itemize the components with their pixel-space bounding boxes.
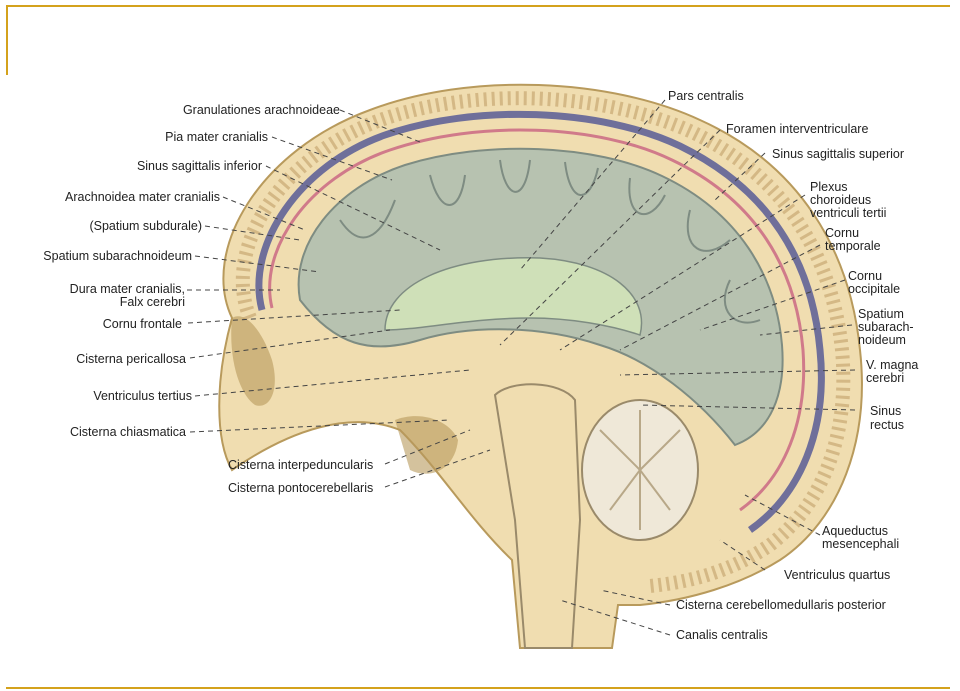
lateral-ventricle: [384, 257, 643, 336]
label-cornu-occipitale-2: occipitale: [848, 282, 901, 296]
sphenoid-bone: [395, 416, 458, 474]
label-cisterna-pericallosa: Cisterna pericallosa: [76, 352, 186, 366]
label-cisterna-cerebellomedullaris-posterior: Cisterna cerebellomedullaris posterior: [676, 598, 886, 612]
label-cornu-occipitale-1: Cornu: [848, 269, 883, 283]
label-spatium-right-1: Spatium: [858, 307, 904, 321]
label-cornu-frontale: Cornu frontale: [102, 317, 182, 331]
frontal-bone: [231, 316, 275, 406]
cerebellum-arbor: [599, 410, 681, 530]
label-cisterna-interpeduncularis: Cisterna interpeduncularis: [228, 458, 374, 472]
label-cornu-temporale-2: temporale: [825, 239, 881, 253]
label-aqueductus-mesencephali-2: mesencephali: [822, 537, 900, 551]
brainstem: [493, 383, 582, 649]
label-pars-centralis: Pars centralis: [668, 89, 744, 103]
leader-lines: [187, 99, 856, 636]
label-sinus-rectus-1: Sinus: [870, 404, 902, 418]
label-ventriculus-tertius: Ventriculus tertius: [93, 389, 192, 403]
label-sinus-sagittalis-inferior: Sinus sagittalis inferior: [136, 159, 262, 173]
label-foramen-interventriculare: Foramen interventriculare: [726, 122, 869, 136]
label-sinus-rectus-2: rectus: [870, 418, 905, 432]
skull-bone-band: [235, 91, 851, 593]
label-cornu-temporale-1: Cornu: [825, 226, 860, 240]
frame-left-border: [6, 5, 8, 75]
label-choroideus: choroideus: [810, 193, 872, 207]
pia-layer: [268, 128, 806, 512]
label-sinus-sagittalis-superior: Sinus sagittalis superior: [772, 147, 905, 161]
label-dura-mater-cranialis: Dura mater cranialis,: [69, 282, 185, 296]
frame-top-border: [6, 5, 950, 7]
label-ventriculi-tertii: ventriculi tertii: [810, 206, 887, 220]
label-spatium-subarachnoideum: Spatium subarachnoideum: [43, 249, 192, 263]
gyri-lines: [339, 159, 761, 324]
frame-bottom-border: [6, 687, 950, 689]
label-pia-mater-cranialis: Pia mater cranialis: [165, 130, 268, 144]
label-spatium-right-2: subarach-: [858, 320, 914, 334]
label-canalis-centralis: Canalis centralis: [676, 628, 768, 642]
label-spatium-right-3: noideum: [858, 333, 906, 347]
label-plexus: Plexus: [810, 180, 848, 194]
label-aqueductus-mesencephali-1: Aqueductus: [822, 524, 889, 538]
label-spatium-subdurale: (Spatium subdurale): [89, 219, 202, 233]
label-cisterna-pontocerebellaris: Cisterna pontocerebellaris: [228, 481, 374, 495]
label-granulationes-arachnoideae: Granulationes arachnoideae: [182, 103, 340, 117]
label-arachnoidea-mater-cranialis: Arachnoidea mater cranialis: [65, 190, 220, 204]
label-falx-cerebri: Falx cerebri: [119, 295, 185, 309]
dura-sinus-layer: [255, 110, 825, 533]
label-ventriculus-quartus: Ventriculus quartus: [784, 568, 891, 582]
label-v-magna-cerebri-1: V. magna: [866, 358, 919, 372]
label-cisterna-chiasmatica: Cisterna chiasmatica: [69, 425, 186, 439]
label-v-magna-cerebri-2: cerebri: [866, 371, 905, 385]
